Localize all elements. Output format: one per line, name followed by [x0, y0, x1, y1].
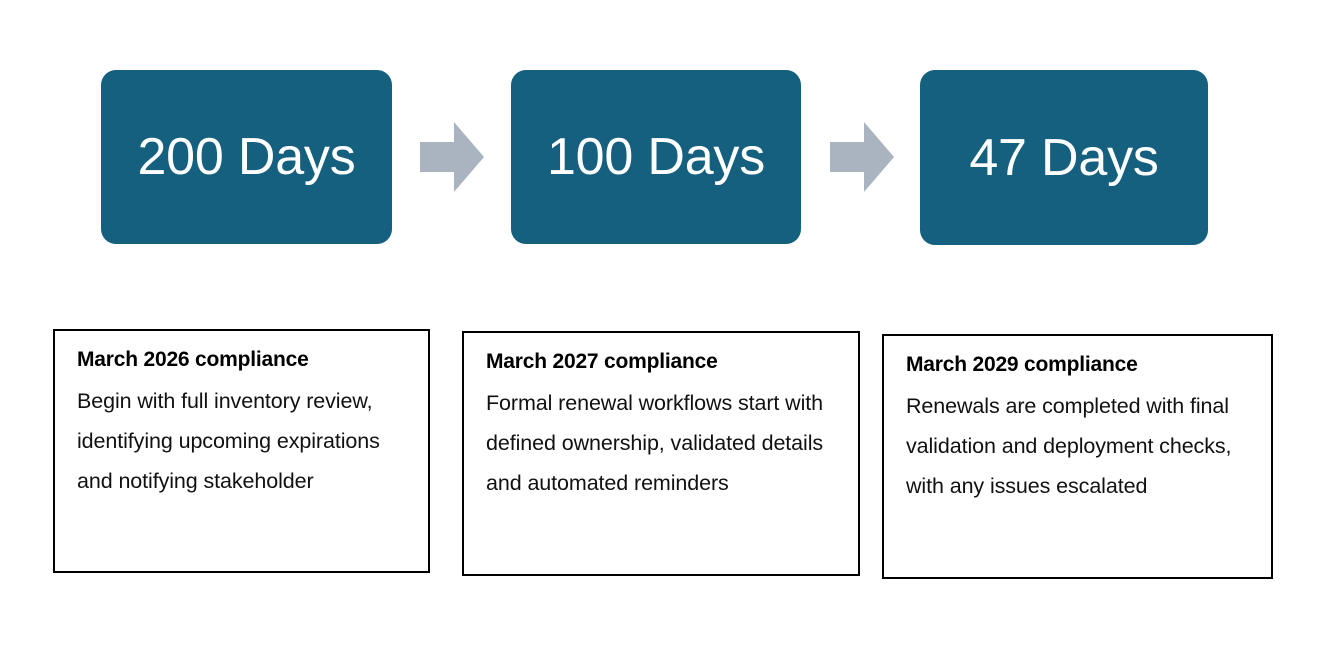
stage-description-body-1: Begin with full inventory review, identi… — [77, 389, 380, 494]
stage-description-title-1: March 2026 compliance — [77, 348, 309, 371]
stage-description-title-3: March 2029 compliance — [906, 353, 1138, 376]
stage-description-body-2: Formal renewal workflows start with defi… — [486, 391, 824, 496]
stage-description-body-3: Renewals are completed with final valida… — [906, 394, 1232, 499]
right-arrow-icon — [830, 122, 894, 192]
stage-description-card-1: March 2026 compliance Begin with full in… — [53, 329, 430, 573]
stage-metric-box-2: 100 Days — [511, 70, 801, 244]
stage-description-card-2: March 2027 compliance Formal renewal wor… — [462, 331, 860, 576]
stage-metric-label-2: 100 Days — [546, 128, 766, 186]
stage-description-title-2: March 2027 compliance — [486, 350, 718, 373]
stage-metric-label-1: 200 Days — [137, 128, 356, 186]
stage-metric-box-3: 47 Days — [920, 70, 1208, 245]
right-arrow-icon — [420, 122, 484, 192]
stage-metric-label-3: 47 Days — [969, 128, 1159, 187]
stage-description-card-3: March 2029 compliance Renewals are compl… — [882, 334, 1273, 579]
stage-metric-box-1: 200 Days — [101, 70, 392, 244]
